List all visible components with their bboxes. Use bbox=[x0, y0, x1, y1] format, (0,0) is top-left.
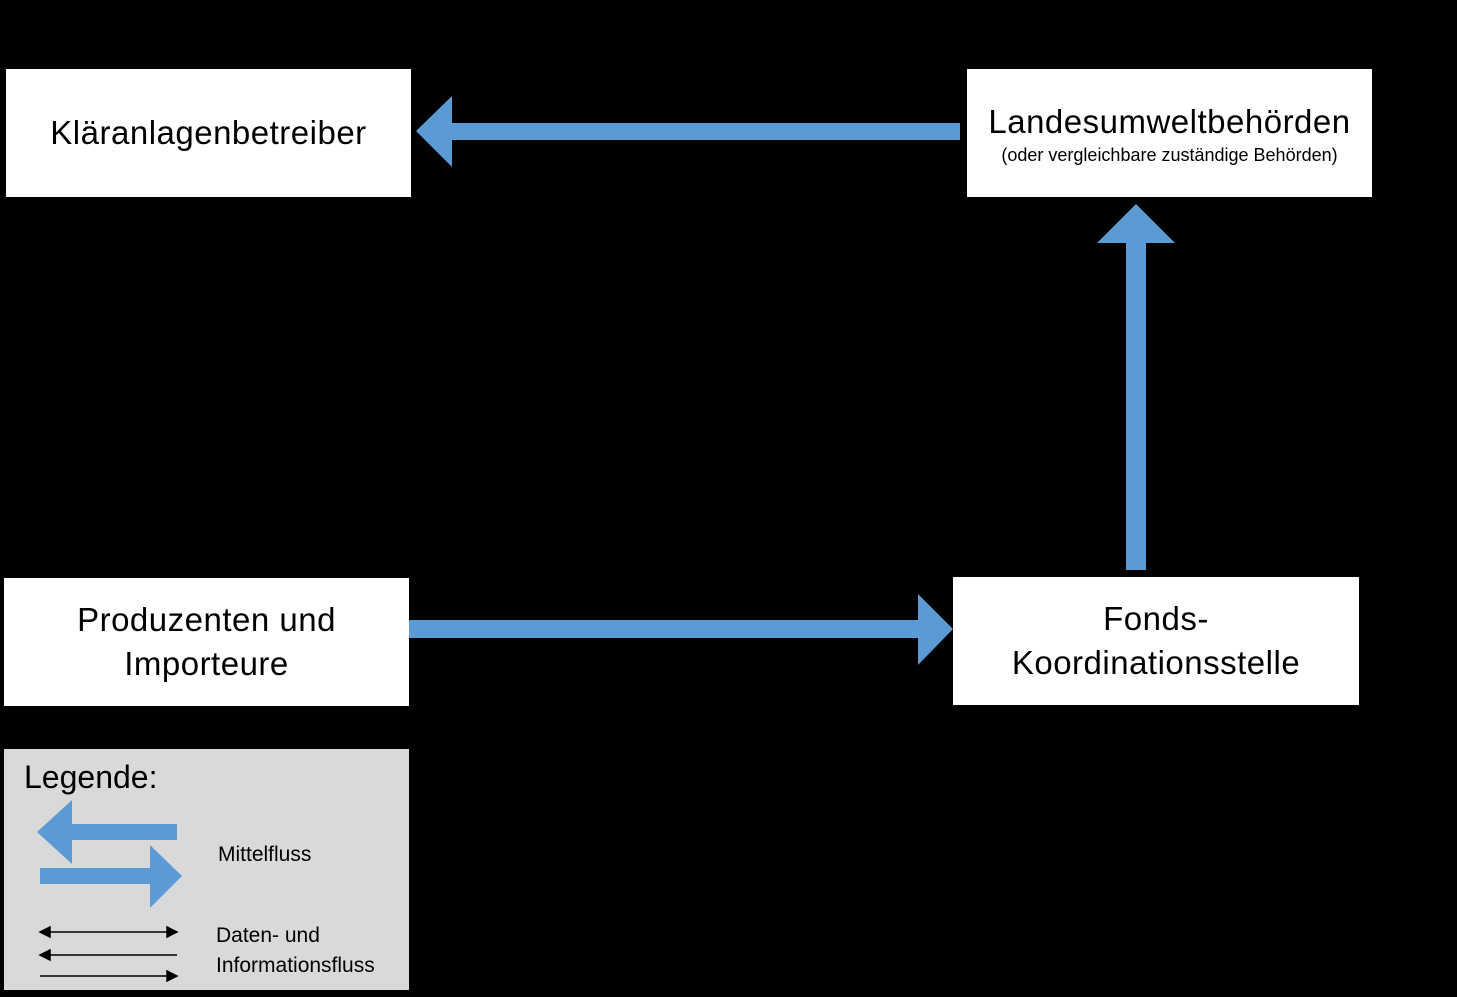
node-fonds-line2: Koordinationsstelle bbox=[1011, 644, 1301, 681]
arrow-produzenten-to-fonds-icon bbox=[409, 594, 953, 665]
node-produzenten-importeure: Produzenten und Importeure bbox=[4, 578, 409, 706]
arrow-landesumwelt-to-klaeranlage-icon bbox=[416, 96, 960, 167]
legend-arrowhead-right-icon bbox=[166, 925, 179, 939]
node-landesumweltbehoerden: Landesumweltbehörden (oder vergleichbare… bbox=[967, 69, 1372, 197]
legend-arrow-left-icon bbox=[37, 800, 177, 864]
legend-arrowhead-left-icon bbox=[38, 925, 51, 939]
legend-label-mittelfluss: Mittelfluss bbox=[218, 843, 312, 866]
node-fonds-koordinationsstelle: Fonds- Koordinationsstelle bbox=[953, 577, 1359, 705]
legend: Legende: Mittelfluss Daten- und Informat… bbox=[4, 749, 409, 990]
node-landesumweltbehoerden-sublabel: (oder vergleichbare zuständige Behörden) bbox=[1001, 145, 1338, 165]
arrow-fonds-to-landesumwelt-icon bbox=[1097, 204, 1175, 570]
node-produzenten-line1: Produzenten und bbox=[77, 601, 336, 638]
node-produzenten-line2: Importeure bbox=[124, 645, 289, 682]
legend-arrowhead-left2-icon bbox=[38, 948, 51, 962]
legend-label-daten-line1: Daten- und bbox=[216, 924, 320, 947]
legend-arrow-right-icon bbox=[40, 845, 182, 908]
node-klaeranlagenbetreiber: Kläranlagenbetreiber bbox=[6, 69, 411, 197]
legend-symbols bbox=[37, 800, 182, 983]
node-klaeranlagenbetreiber-label: Kläranlagenbetreiber bbox=[50, 114, 367, 151]
legend-label-datenfluss: Daten- und Informationsfluss bbox=[216, 921, 375, 981]
legend-title: Legende: bbox=[24, 759, 158, 795]
legend-arrowhead-right2-icon bbox=[166, 969, 179, 983]
node-fonds-line1: Fonds- bbox=[1103, 600, 1209, 637]
node-landesumweltbehoerden-label: Landesumweltbehörden bbox=[988, 103, 1351, 140]
legend-label-daten-line2: Informationsfluss bbox=[216, 954, 375, 977]
